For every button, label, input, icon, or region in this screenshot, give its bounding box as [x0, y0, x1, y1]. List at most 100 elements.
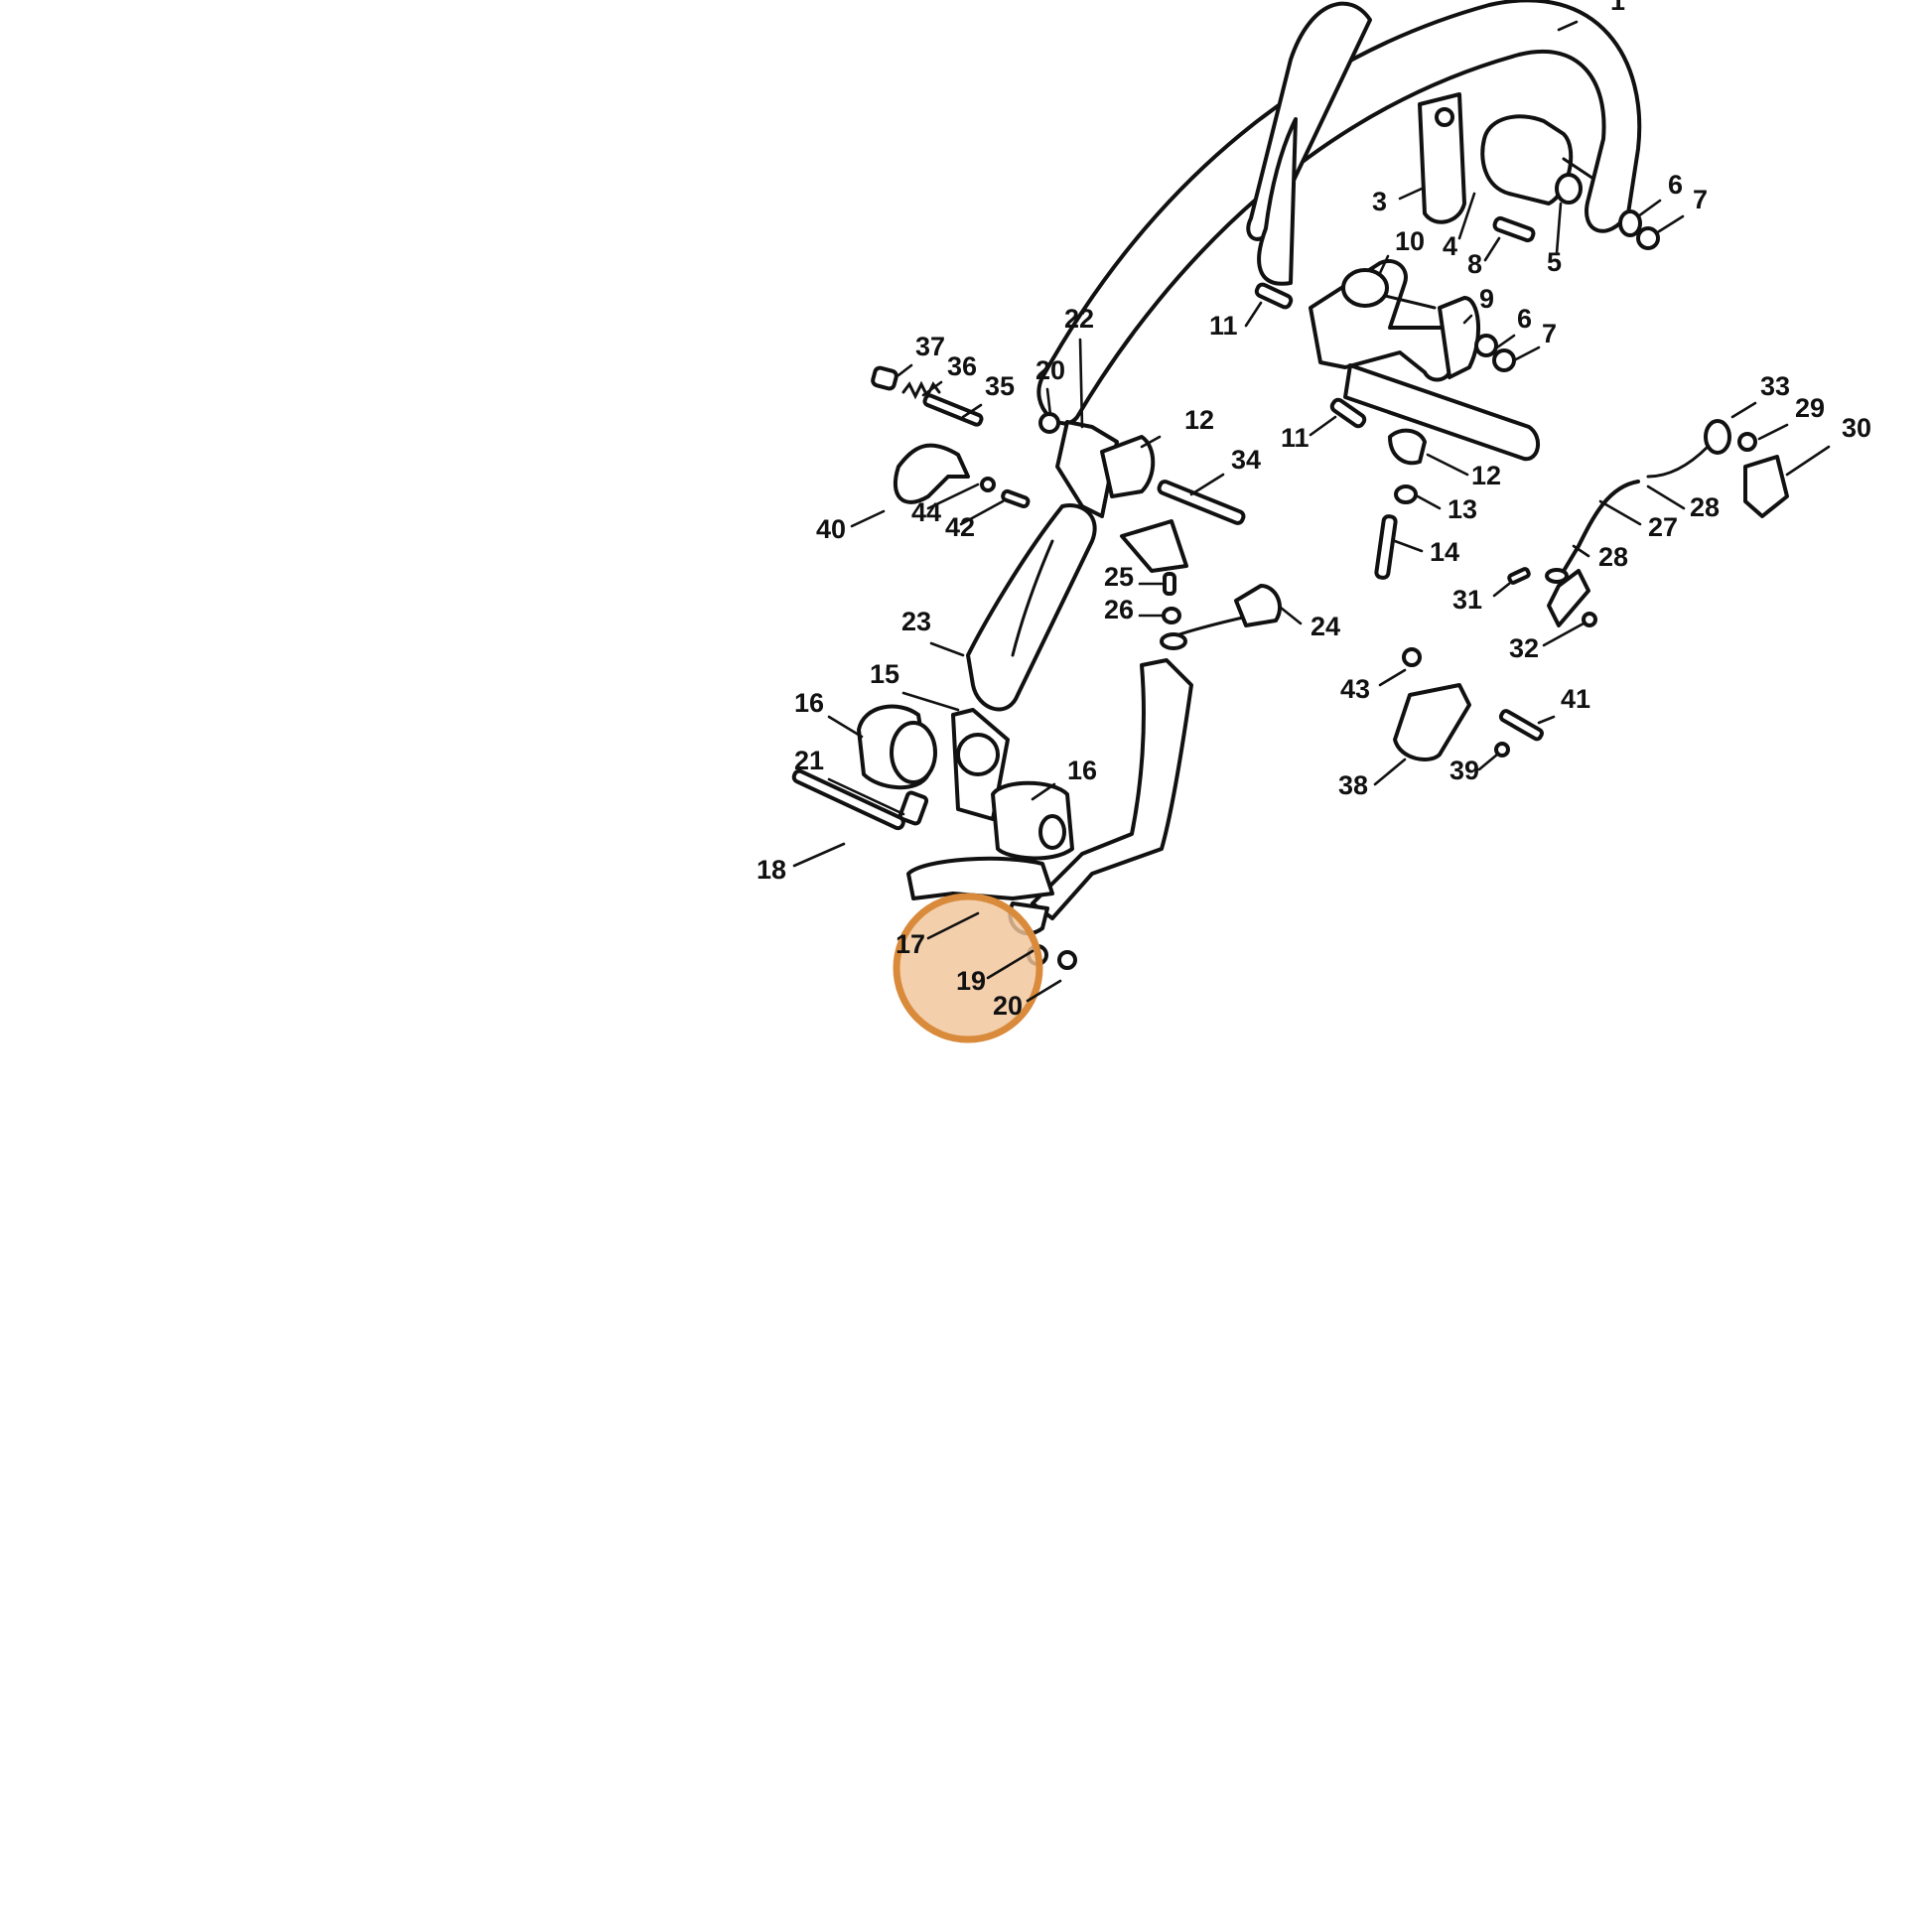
callout-25: 25: [1104, 562, 1134, 592]
leader-line-23: [929, 641, 965, 657]
leader-line-36: [921, 380, 943, 397]
leader-line-43: [1378, 668, 1407, 687]
callout-12b: 12: [1471, 461, 1501, 490]
callout-27: 27: [1648, 512, 1678, 542]
callout-28b: 28: [1598, 542, 1628, 572]
callout-16b: 16: [1067, 756, 1097, 785]
leader-line-7a: [1654, 214, 1685, 235]
leader-line-27: [1598, 499, 1642, 526]
leader-line-24: [1279, 606, 1303, 625]
leader-line-20b: [1026, 979, 1062, 1003]
callout-1: 1: [1610, 0, 1625, 16]
trigger-parts: [1393, 647, 1544, 761]
callout-13: 13: [1448, 494, 1477, 524]
grip-part: [966, 503, 1097, 712]
leader-line-28b: [1572, 544, 1590, 558]
contact-wire-parts: [1160, 572, 1282, 650]
callout-14: 14: [1430, 537, 1459, 567]
callout-24: 24: [1311, 612, 1340, 641]
leader-line-18: [792, 842, 846, 868]
leader-line-35: [961, 403, 983, 419]
callout-leaders: [792, 20, 1831, 1003]
callout-7a: 7: [1693, 185, 1708, 214]
leader-line-16b: [1031, 782, 1056, 801]
leader-line-42: [959, 499, 1005, 526]
leader-line-3: [1398, 187, 1424, 201]
lower-frame-parts: [791, 658, 1193, 970]
leader-line-30: [1785, 445, 1831, 477]
callout-4: 4: [1443, 231, 1457, 261]
handlebar-part: [1036, 0, 1642, 426]
callout-8: 8: [1467, 249, 1482, 279]
callout-5: 5: [1547, 247, 1562, 277]
left-bracket-parts: [1038, 412, 1246, 573]
callout-32: 32: [1509, 633, 1539, 663]
callout-44: 44: [911, 497, 941, 527]
callout-33: 33: [1760, 371, 1790, 401]
callout-21: 21: [794, 746, 824, 775]
leader-line-5: [1555, 202, 1563, 255]
leader-line-6b: [1495, 334, 1516, 349]
callout-11b: 11: [1281, 423, 1310, 453]
callout-12a: 12: [1184, 405, 1214, 435]
callout-7b: 7: [1542, 319, 1557, 348]
callout-18: 18: [757, 855, 786, 885]
leader-line-10: [1378, 254, 1390, 275]
leader-line-28a: [1646, 484, 1686, 510]
callout-37: 37: [915, 332, 945, 361]
leader-line-12b: [1426, 453, 1469, 477]
leader-line-40: [850, 509, 886, 528]
callout-19: 19: [956, 966, 986, 996]
leader-line-20a: [1045, 387, 1052, 417]
callout-15: 15: [870, 659, 899, 689]
callout-40: 40: [816, 514, 846, 544]
leader-line-15: [901, 691, 960, 712]
leader-line-4: [1457, 192, 1476, 240]
leader-line-32: [1542, 621, 1586, 647]
leader-line-39: [1477, 753, 1499, 771]
leader-line-11a: [1244, 301, 1263, 328]
callout-3: 3: [1372, 187, 1387, 216]
callout-43: 43: [1340, 674, 1370, 704]
callout-16a: 16: [794, 688, 824, 718]
callout-28a: 28: [1690, 492, 1720, 522]
callout-20a: 20: [1035, 355, 1065, 385]
leader-line-1: [1557, 20, 1579, 32]
callout-35: 35: [985, 371, 1015, 401]
upper-mount-parts: [1418, 92, 1660, 250]
callout-11a: 11: [1209, 311, 1238, 341]
callout-41: 41: [1561, 684, 1590, 714]
leader-line-8: [1483, 236, 1501, 262]
leader-line-7b: [1512, 345, 1541, 362]
callout-42: 42: [945, 512, 975, 542]
leader-line-22: [1078, 338, 1084, 429]
callout-6b: 6: [1517, 304, 1532, 334]
callout-36: 36: [947, 351, 977, 381]
highlight-circle: [893, 893, 1043, 1043]
callout-39: 39: [1449, 756, 1479, 785]
callout-38: 38: [1338, 770, 1368, 800]
throttle-small-parts: [871, 365, 1031, 509]
callout-34: 34: [1231, 445, 1261, 475]
callout-20b: 20: [993, 991, 1023, 1021]
leader-line-9: [1462, 314, 1473, 325]
leader-line-6a: [1636, 199, 1662, 218]
leader-line-21: [827, 777, 905, 816]
leader-line-12a: [1140, 435, 1162, 449]
leader-line-14: [1393, 539, 1424, 553]
callout-9: 9: [1479, 284, 1494, 314]
cable-parts: [1507, 419, 1789, 627]
callout-30: 30: [1842, 413, 1871, 443]
callout-17: 17: [896, 929, 925, 959]
middle-bracket-parts: [1254, 259, 1540, 580]
leader-line-17: [926, 911, 980, 940]
leader-line-41: [1537, 715, 1556, 725]
leader-line-29: [1757, 423, 1789, 441]
leader-line-19: [986, 949, 1035, 980]
callout-10: 10: [1395, 226, 1425, 256]
leader-line-16a: [827, 715, 864, 739]
callout-26: 26: [1104, 595, 1134, 624]
leader-line-31: [1492, 582, 1511, 598]
